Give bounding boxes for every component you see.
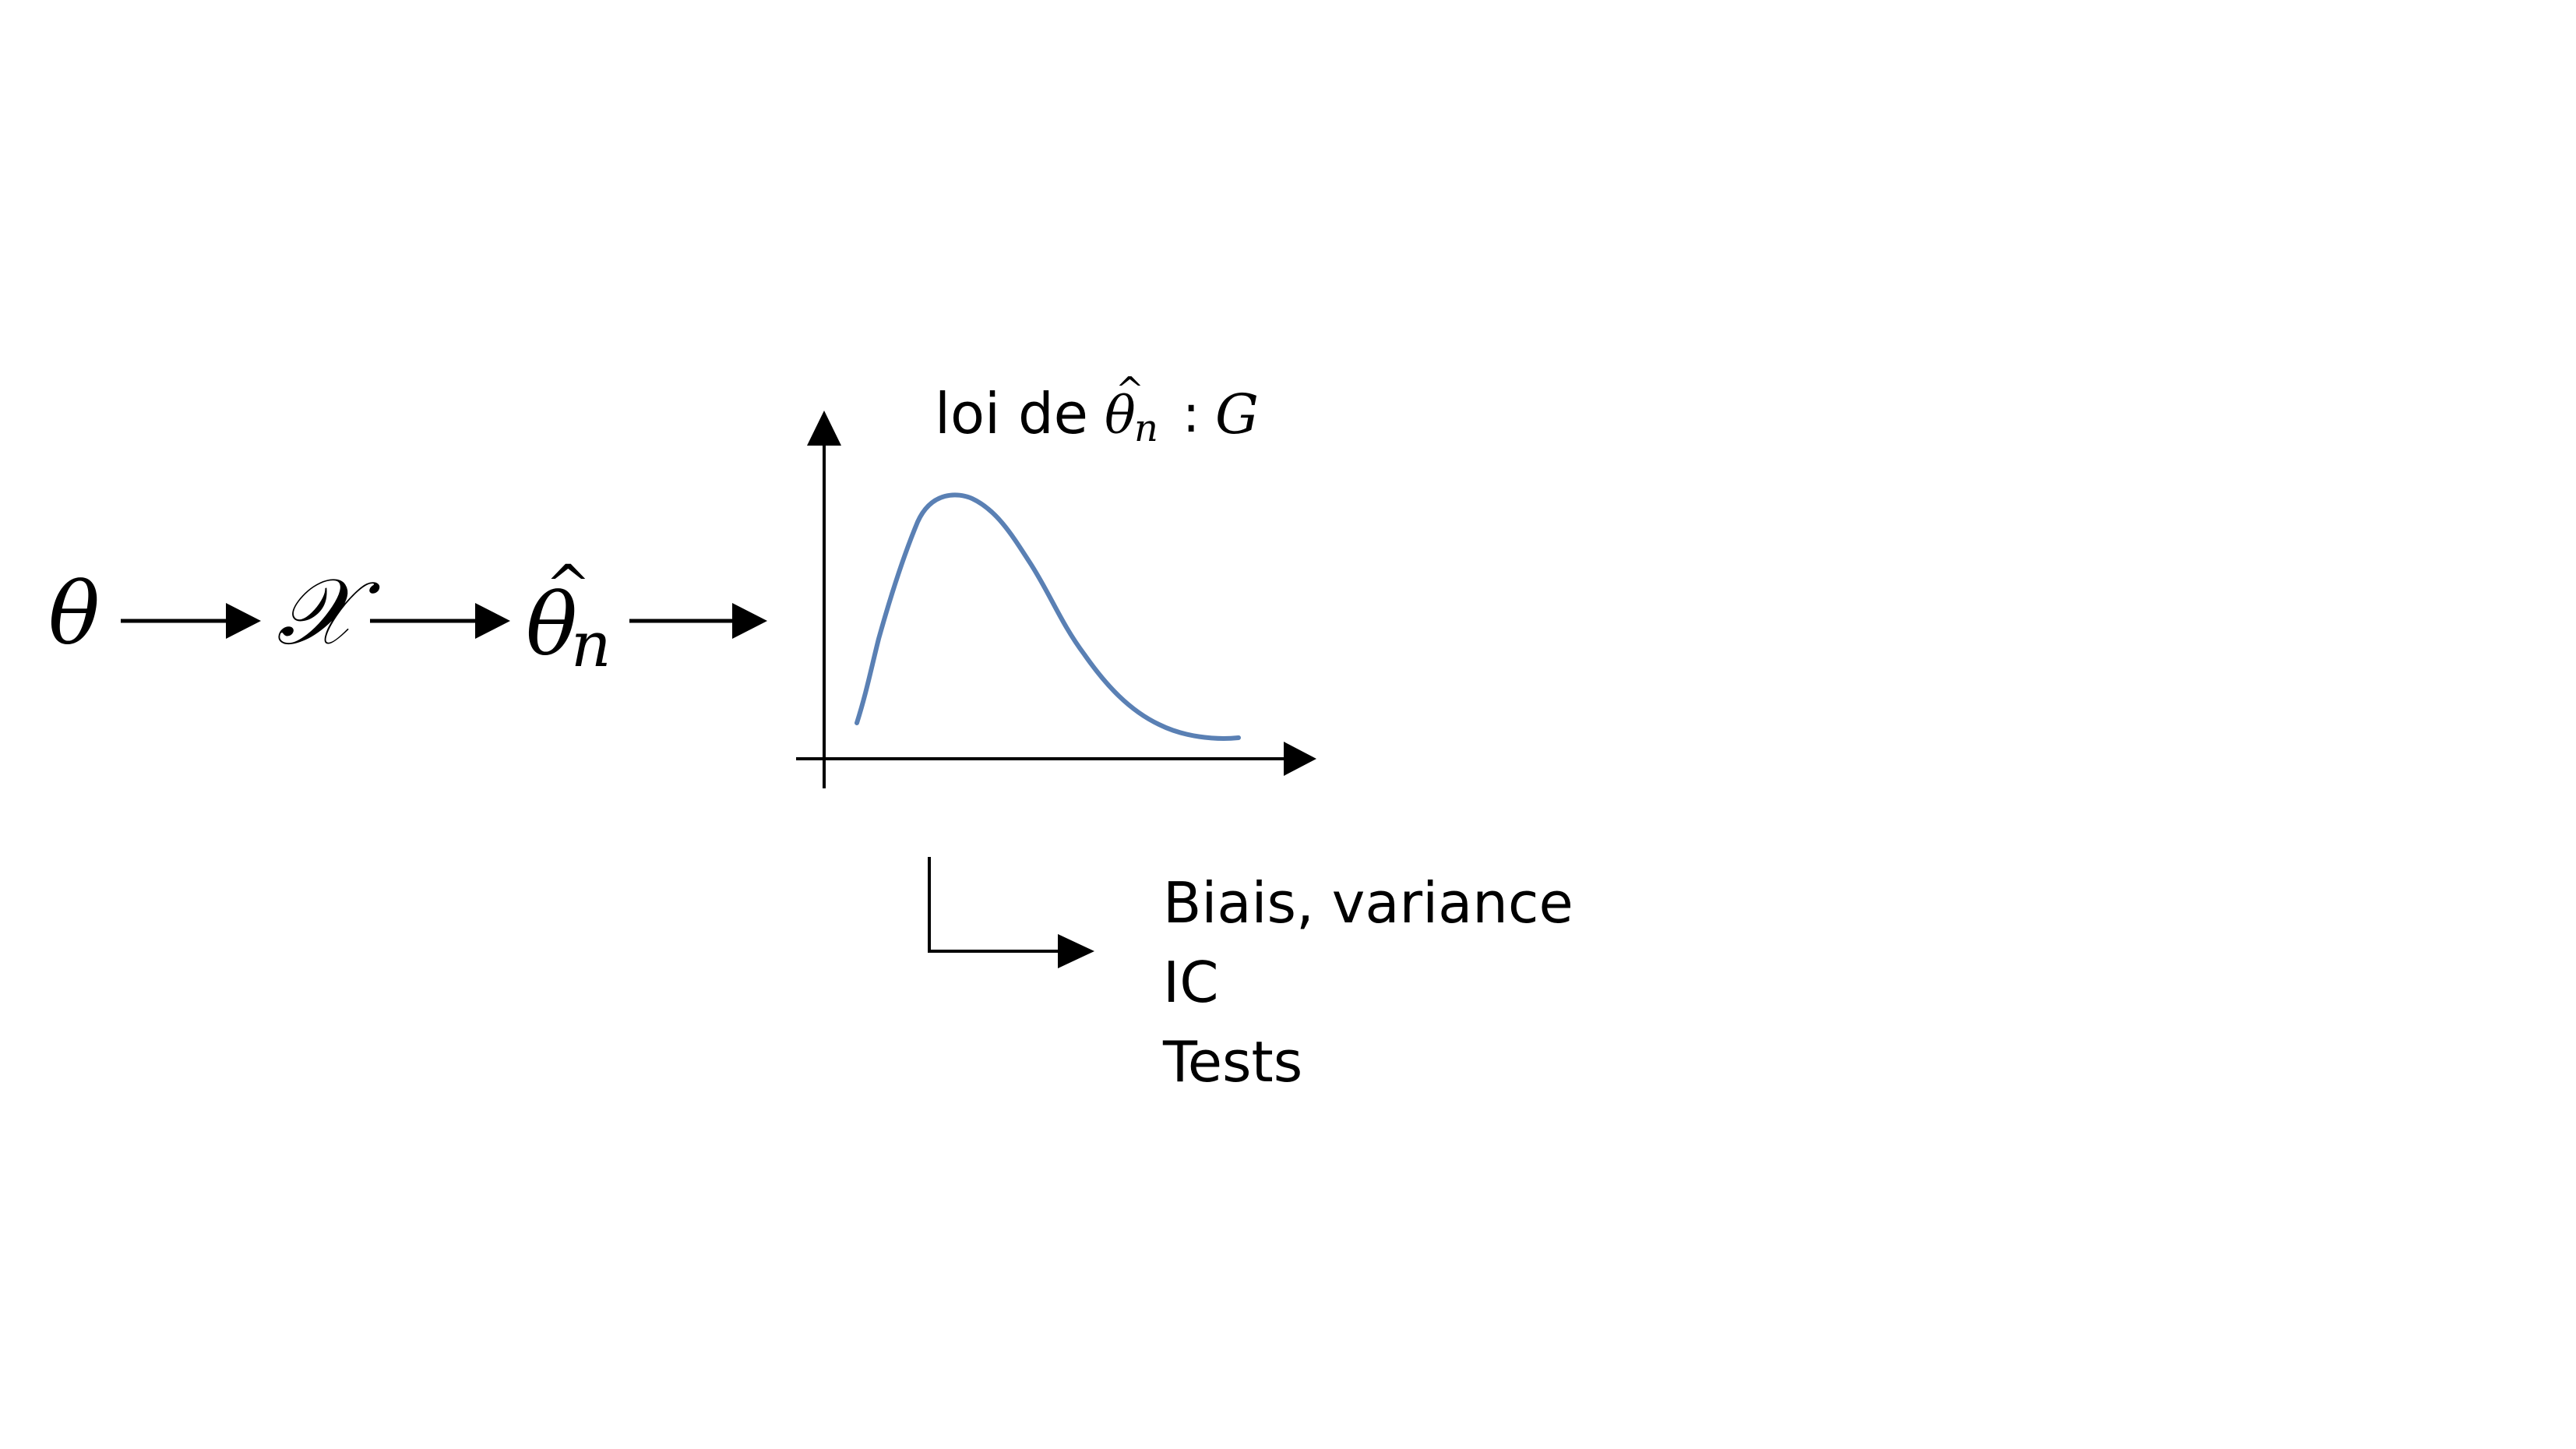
plot-axes (796, 411, 1316, 788)
sample-symbol: 𝒳 (277, 558, 380, 665)
theta-symbol: θ (48, 564, 100, 664)
plot-title-prefix: loi de (935, 381, 1088, 446)
arrow-plot-to-uses (928, 857, 1094, 968)
y-axis-arrow (807, 411, 841, 446)
use-item-bias-variance: Biais, variance (1163, 870, 1573, 936)
plot-title-hat: ^ (1115, 370, 1144, 410)
estimator-theta: θ (526, 575, 577, 675)
plot-title-colon: : (1182, 384, 1200, 444)
plot-title-subscript: n (1134, 407, 1158, 450)
plot-title: loi de θ ^ n : G (935, 370, 1259, 450)
use-item-tests: Tests (1162, 1029, 1302, 1095)
x-axis-arrow (1284, 742, 1316, 776)
use-item-ic: IC (1163, 950, 1219, 1015)
arrow-theta-to-sample (121, 603, 261, 639)
estimator-hat: ^ (545, 553, 591, 617)
estimator-subscript: n (571, 608, 611, 681)
arrow-sample-to-estimator (370, 603, 510, 639)
plot-title-distribution: G (1215, 383, 1259, 446)
estimator-symbol: θ ^ n (526, 553, 611, 681)
arrow-estimator-to-plot (629, 603, 767, 639)
density-curve (855, 492, 1241, 741)
uses-list: Biais, variance IC Tests (1162, 870, 1573, 1095)
plot-title-theta: θ (1105, 386, 1136, 446)
